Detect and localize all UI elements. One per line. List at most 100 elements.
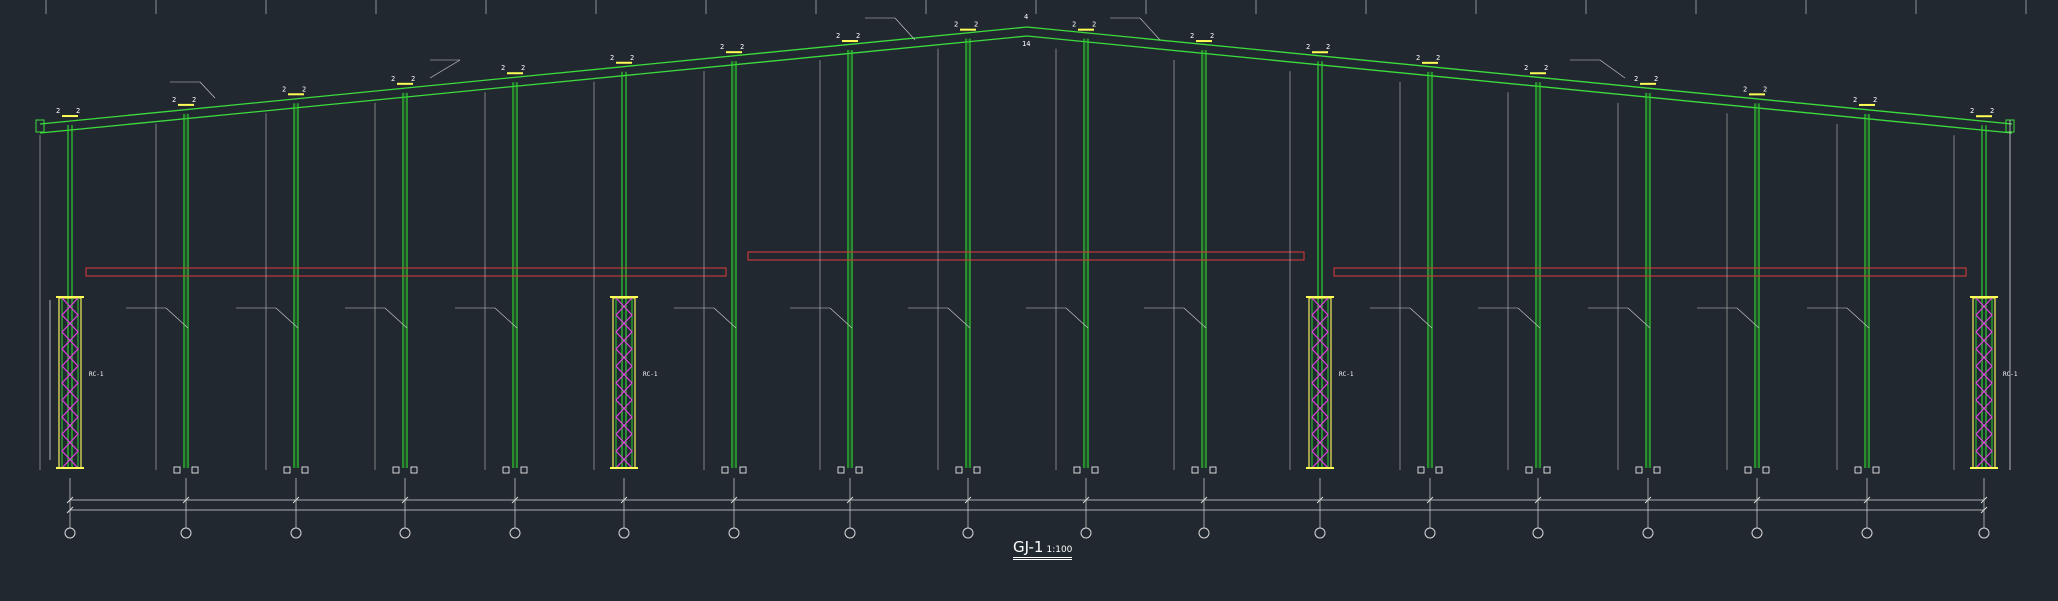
axis-bubble xyxy=(728,527,740,539)
dimension-tick xyxy=(964,496,972,504)
leader-line xyxy=(199,81,216,99)
dimension-tick xyxy=(1980,506,1988,514)
purlin-number: 2 xyxy=(1306,43,1310,51)
leader-line xyxy=(1599,59,1626,79)
purlin-number: 2 xyxy=(1873,96,1877,104)
purlin-number: 2 xyxy=(302,85,306,93)
column-leader xyxy=(829,307,853,329)
base-bolt xyxy=(1191,466,1199,474)
lattice-diagonals xyxy=(1975,297,1993,469)
base-bolt xyxy=(1744,466,1752,474)
purlin-number: 2 xyxy=(1544,64,1548,72)
dimension-tick xyxy=(182,496,190,504)
dimension-tick xyxy=(1753,496,1761,504)
lattice-diagonals xyxy=(615,297,633,469)
axis-bubble xyxy=(64,527,76,539)
axis-bubble xyxy=(1532,527,1544,539)
purlin-number: 2 xyxy=(501,64,505,72)
lattice-diagonals xyxy=(1311,297,1329,469)
purlin-number: 2 xyxy=(1990,107,1994,115)
beam-middle xyxy=(747,251,1305,261)
rafter-top-chord xyxy=(39,26,2013,125)
dimension-lines xyxy=(39,48,2011,528)
drawing-title-text: GJ-1 xyxy=(1013,538,1044,556)
column-leader xyxy=(1409,307,1433,329)
dimension-tick xyxy=(66,506,74,514)
base-bolt xyxy=(1525,466,1533,474)
lattice-diagonals xyxy=(1311,297,1329,469)
column-leader xyxy=(165,307,189,329)
axis-bubble xyxy=(1978,527,1990,539)
base-bolt xyxy=(191,466,199,474)
base-bolt xyxy=(1209,466,1217,474)
eave-gutter-left xyxy=(35,119,45,133)
purlin-number: 2 xyxy=(1853,96,1857,104)
dimension-tick xyxy=(1534,496,1542,504)
dimension-tick xyxy=(401,496,409,504)
base-bolt xyxy=(721,466,729,474)
apex-label-top: 4 xyxy=(1024,13,1028,21)
base-bolt xyxy=(1872,466,1880,474)
purlin-number: 2 xyxy=(630,54,634,62)
purlin-number: 2 xyxy=(720,43,724,51)
base-bolt xyxy=(283,466,291,474)
purlin-number: 2 xyxy=(1654,75,1658,83)
purlin-number: 2 xyxy=(1524,64,1528,72)
axis-bubble xyxy=(399,527,411,539)
base-bolt xyxy=(1417,466,1425,474)
leader-line xyxy=(1139,17,1161,41)
beam-left xyxy=(85,267,727,277)
purlin-number: 2 xyxy=(1743,85,1747,93)
purlin-number: 2 xyxy=(411,75,415,83)
purlin-number: 2 xyxy=(521,64,525,72)
base-bolt xyxy=(173,466,181,474)
purlin-number: 2 xyxy=(172,96,176,104)
base-bolt xyxy=(1543,466,1551,474)
axis-bubble xyxy=(1642,527,1654,539)
dimension-tick xyxy=(511,496,519,504)
base-bolt xyxy=(1073,466,1081,474)
apex-label-bottom: 14 xyxy=(1022,40,1030,48)
axis-bubble xyxy=(509,527,521,539)
base-bolt xyxy=(520,466,528,474)
lattice-columns: RC-1RC-1RC-1RC-1 xyxy=(56,296,2018,469)
leader-line xyxy=(429,59,461,79)
purlin-number: 2 xyxy=(1092,21,1096,29)
column-leader xyxy=(1846,307,1870,329)
axis-bubble xyxy=(180,527,192,539)
column-leader xyxy=(275,307,299,329)
base-bolt xyxy=(1091,466,1099,474)
purlin-number: 2 xyxy=(1210,32,1214,40)
lattice-diagonals xyxy=(1975,297,1993,469)
purlin-number: 2 xyxy=(76,107,80,115)
purlin-number: 2 xyxy=(1190,32,1194,40)
base-bolt xyxy=(301,466,309,474)
purlin-number: 2 xyxy=(1326,43,1330,51)
base-bolt xyxy=(1653,466,1661,474)
column-leader xyxy=(1627,307,1651,329)
axis-bubble xyxy=(1080,527,1092,539)
dimension-tick xyxy=(730,496,738,504)
column-leader xyxy=(947,307,971,329)
base-bolt xyxy=(973,466,981,474)
base-bolt xyxy=(1762,466,1770,474)
column-leader xyxy=(384,307,408,329)
axis-bubble xyxy=(1751,527,1763,539)
purlin-number: 2 xyxy=(610,54,614,62)
purlin-number: 2 xyxy=(1970,107,1974,115)
dimension-tick xyxy=(292,496,300,504)
purlin-number: 2 xyxy=(856,32,860,40)
dimension-tick xyxy=(1980,496,1988,504)
dimension-tick xyxy=(1082,496,1090,504)
axis-bubble xyxy=(962,527,974,539)
base-bolt xyxy=(855,466,863,474)
purlin-number: 2 xyxy=(192,96,196,104)
base-bolt xyxy=(1854,466,1862,474)
column-leader xyxy=(1183,307,1207,329)
purlin-number: 2 xyxy=(1416,54,1420,62)
column-leader xyxy=(1517,307,1541,329)
base-bolt xyxy=(1635,466,1643,474)
axis-bubble xyxy=(1314,527,1326,539)
axis-bubbles xyxy=(64,527,1990,539)
dimension-tick xyxy=(1200,496,1208,504)
